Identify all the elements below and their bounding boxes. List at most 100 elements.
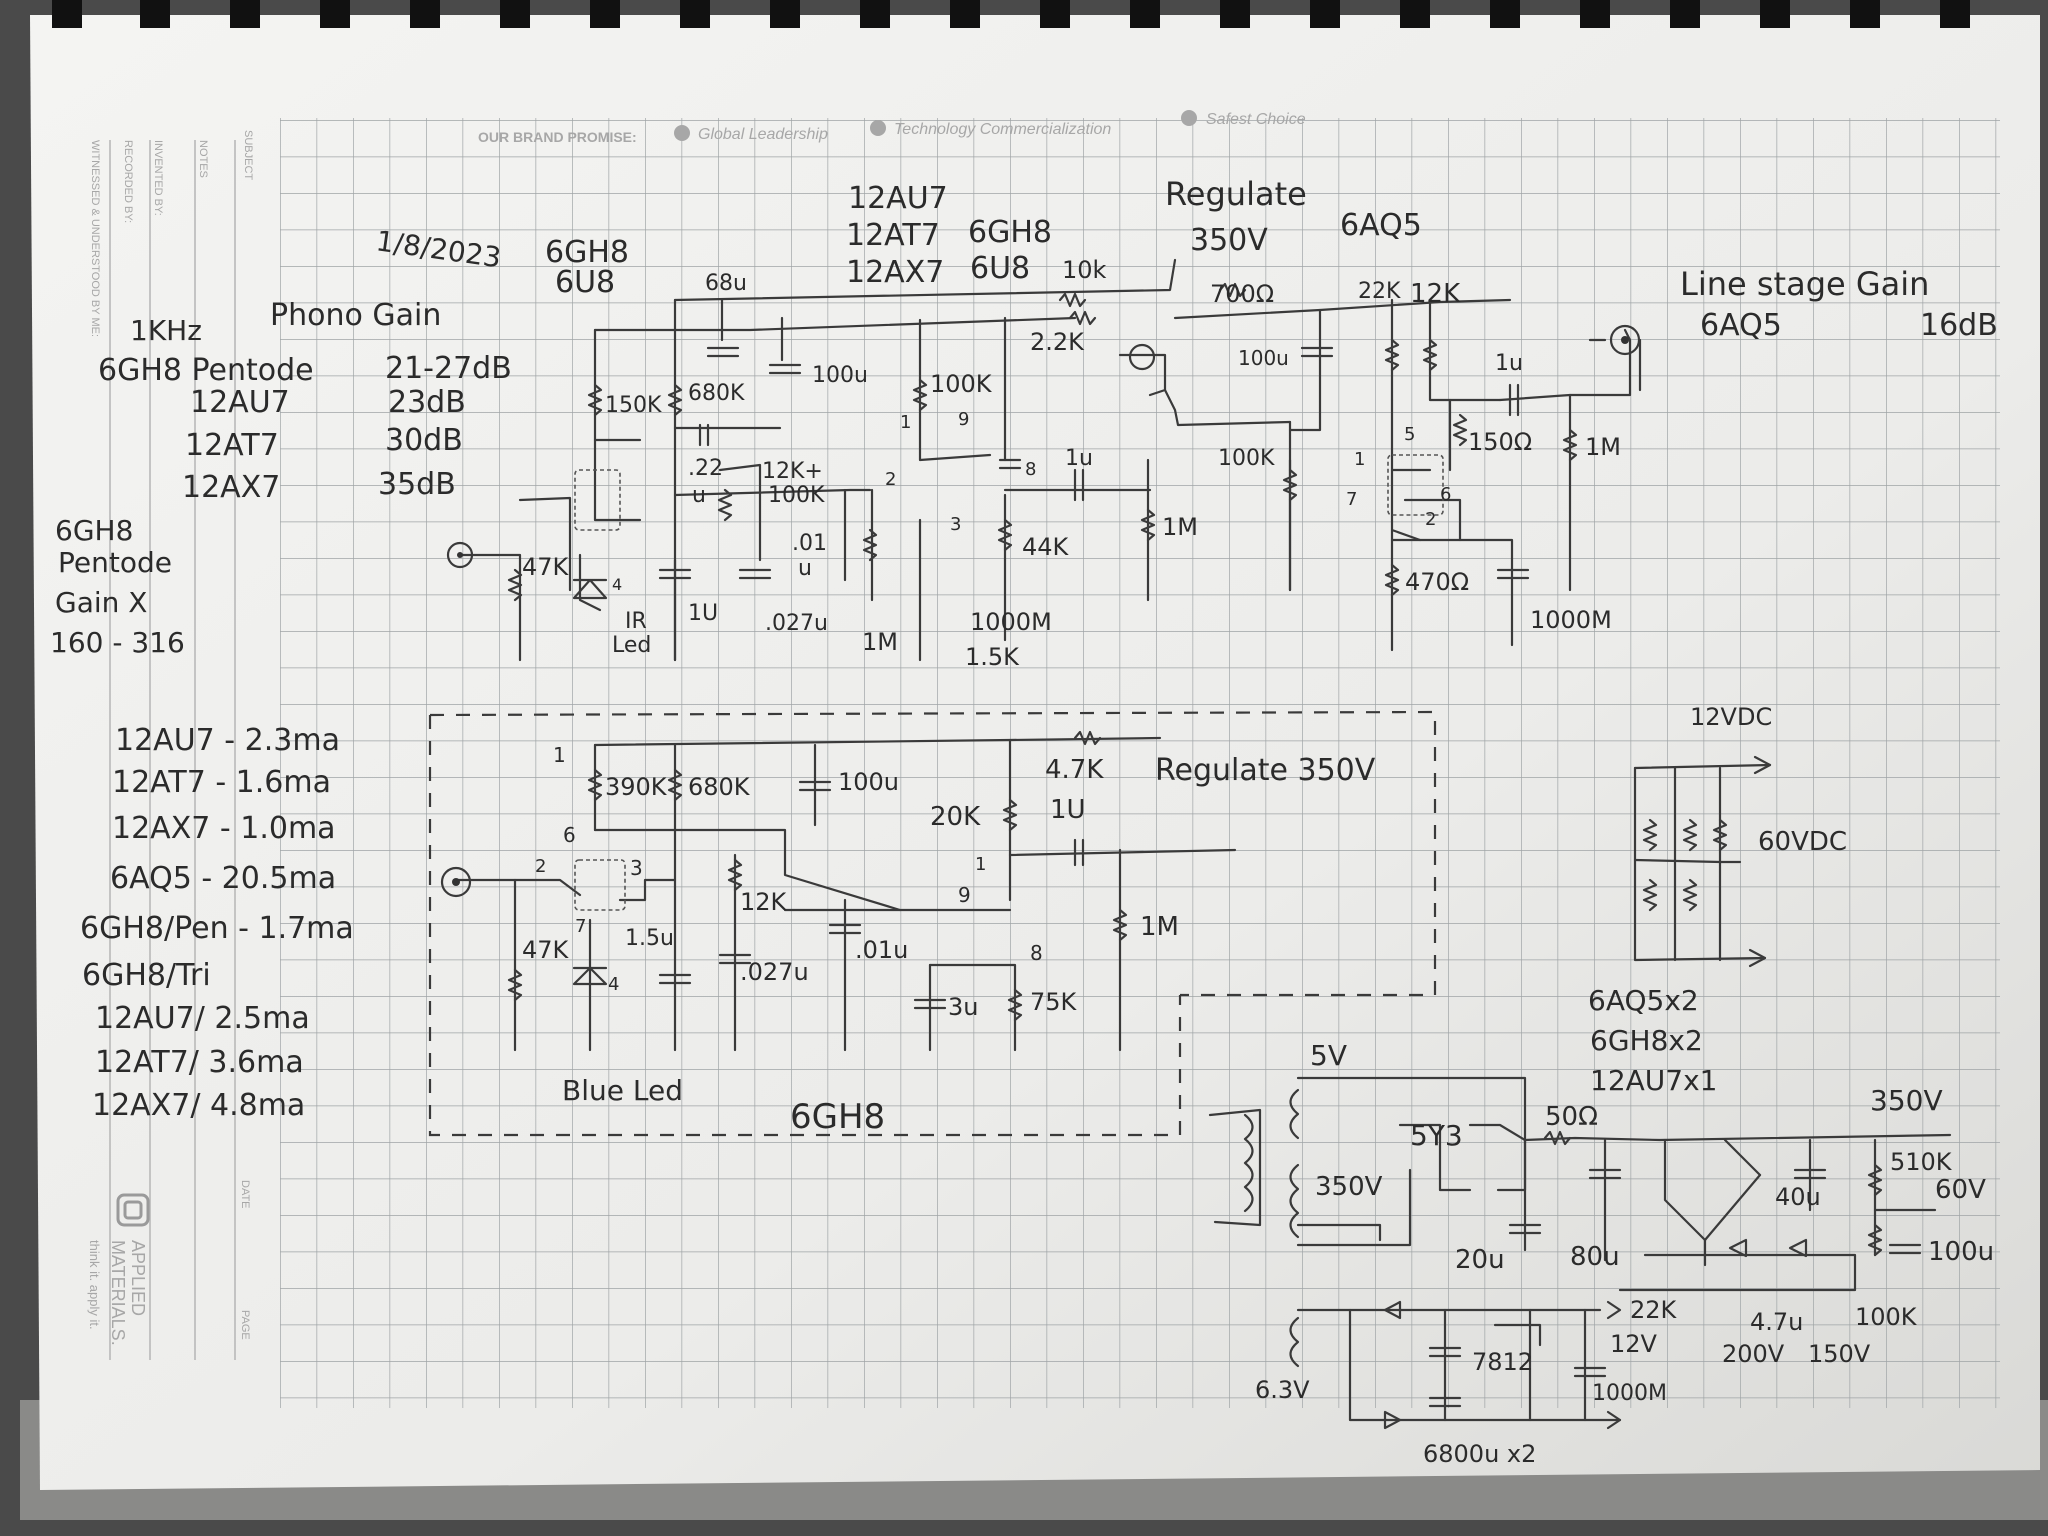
label-12v: 12V [1610,1330,1658,1358]
box-pin-7: 7 [575,916,586,937]
pin-2-line: 2 [1425,509,1436,530]
label-c022u: u [692,483,706,508]
phono-tube-1: 12AU7 [190,385,290,420]
label-c022: .22 [688,456,723,481]
label-c1-5u: 1.5u [625,926,674,951]
label-5y3: 5Y3 [1410,1119,1463,1152]
phono-tube-0: 6GH8 Pentode [98,353,314,388]
pin-1-line: 1 [1354,449,1365,470]
label-r150: 150Ω [1468,428,1532,456]
label-r390k: 390K [605,773,668,801]
label-c68: 68u [705,271,747,296]
field-invented-by: INVENTED BY: [152,140,164,216]
current-8: 12AX7/ 4.8ma [92,1088,305,1123]
label-r12k: 12K [1410,279,1461,309]
label-c1000u: 1000M [970,608,1052,636]
label-r22k: 22K [1358,279,1401,304]
spiral-binding [52,0,1970,28]
label-r50: 50Ω [1545,1102,1598,1132]
logo-line1: APPLIED [128,1240,148,1316]
brand-promise-header: OUR BRAND PROMISE: Global Leadership Tec… [478,110,1306,145]
label-r680k-box: 680K [688,773,751,801]
pentode-gain-2: Gain X [55,586,147,619]
box-pin-4: 4 [608,974,619,995]
label-r4-7k: 4.7K [1045,755,1104,785]
brand-promise-label: OUR BRAND PROMISE: [478,129,637,145]
pentode-gain-3: 160 - 316 [50,626,185,659]
box-pin-6: 6 [563,823,576,847]
box-pin-9: 9 [958,883,971,907]
label-350v-sec: 350V [1315,1172,1383,1202]
label-r2-2k: 2.2K [1030,328,1085,356]
label-c01: .01 [792,531,827,556]
field-page: PAGE [239,1310,251,1340]
current-2: 12AX7 - 1.0ma [112,811,336,846]
pin-1: 1 [900,412,911,433]
pin-2: 2 [885,469,896,490]
field-subject: SUBJECT [242,130,254,180]
label-r22k-psu: 22K [1630,1296,1678,1324]
phono-tube-second-2: 12AX7 [846,255,944,290]
phono-stage-circuit: 6GH8 6U8 12AU7 12AT7 12AX7 6GH8 6U8 Regu… [446,175,1422,671]
line-stage-tube: 6AQ5 [1700,308,1782,343]
label-r12k: 12K+ [762,459,823,484]
label-c100u: 100u [812,363,868,388]
pin-6-line: 6 [1440,484,1451,505]
phono-gain-1: 23dB [388,385,466,420]
label-r1-5k: 1.5K [965,643,1020,671]
label-c1000u-psu: 1000M [1592,1381,1667,1406]
pin-4: 4 [612,575,622,594]
label-c3u: 3u [948,993,978,1021]
box-pin-2: 2 [535,856,546,877]
current-3: 6AQ5 - 20.5ma [110,861,336,896]
margin-fields: SUBJECT NOTES INVENTED BY: RECORDED BY: … [87,130,254,1360]
label-c100u-psu: 100u [1928,1237,1994,1267]
label-350v-out: 350V [1870,1084,1943,1117]
label-led-0: IR [625,609,647,634]
current-6: 12AU7/ 2.5ma [95,1001,310,1036]
label-c100u: 100u [1238,346,1289,370]
label-r680k: 680K [688,381,745,406]
applied-materials-logo [116,1193,150,1227]
label-c6800: 6800u x2 [1423,1440,1536,1468]
label-c01u: u [798,556,812,581]
label-7812: 7812 [1472,1348,1533,1376]
label-r12k-box: 12K [740,888,788,916]
label-c01-box: .01u [855,936,908,964]
pin-8: 8 [1025,459,1036,480]
power-supply-circuit: 5V 5Y3 350V 50Ω 350V 20u 80u 40u 510K 60… [1208,1039,1994,1468]
label-60vdc: 60VDC [1758,827,1847,857]
line-stage-gain: 16dB [1920,308,1998,343]
field-date: DATE [239,1180,251,1209]
label-c1000u: 1000M [1530,606,1612,634]
label-r1m-b: 1M [1162,513,1198,541]
phono-gain-title: Phono Gain [270,298,441,333]
label-r470: 470Ω [1405,568,1469,596]
current-4: 6GH8/Pen - 1.7ma [80,911,354,946]
phono-regulate-1: 350V [1190,223,1268,258]
label-c4-7u: 4.7u [1750,1308,1803,1336]
label-r700: 700Ω [1210,280,1274,308]
phono-tube-first-0: 6GH8 [545,235,629,270]
label-c1u: 1u [1495,351,1523,376]
label-c1u-box: 1U [1050,795,1086,825]
label-r150k: 150K [605,393,662,418]
promise-1: Global Leadership [698,126,828,143]
promise-3: Safest Choice [1206,111,1306,128]
phono-freq: 1KHz [130,314,202,347]
line-tube-label: 6AQ5 [1340,208,1422,243]
label-150v: 150V [1808,1340,1871,1368]
phono-gain-2: 30dB [385,423,463,458]
phono-gain-0: 21-27dB [385,351,512,386]
label-c027-box: .027u [740,958,809,986]
pin-7-line: 7 [1346,489,1357,510]
pentode-gain-0: 6GH8 [55,514,133,547]
label-r1m-box: 1M [1140,912,1179,942]
phono-tube-second-alt-0: 6GH8 [968,215,1052,250]
label-c027: .027u [765,611,828,636]
label-r20k: 20K [930,802,981,832]
pentode-gain-1: Pentode [58,546,172,579]
current-5: 6GH8/Tri [82,958,211,993]
phono-tube-3: 12AX7 [182,470,280,505]
